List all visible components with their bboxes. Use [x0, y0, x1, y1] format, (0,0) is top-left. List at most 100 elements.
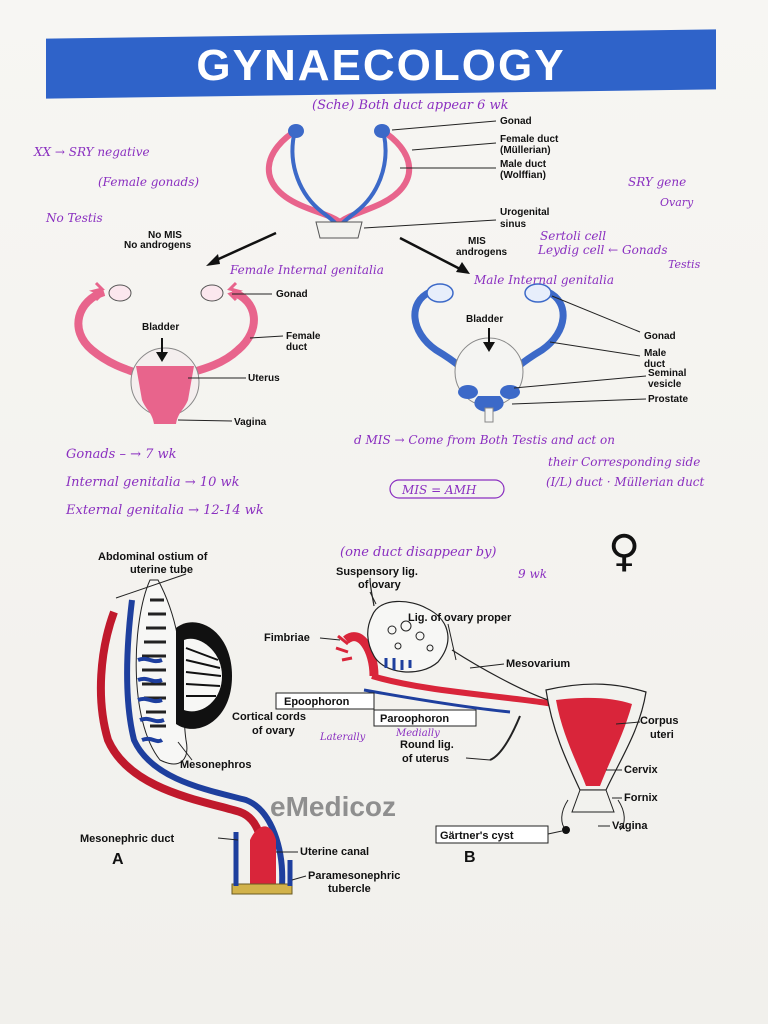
female-symbol-icon: ♀ [608, 526, 640, 577]
label-paramesonephric-1: Paramesonephric [308, 870, 400, 882]
label-male-bladder: Bladder [466, 314, 503, 325]
leader-male-gonad [551, 295, 641, 333]
mesonephric-tubules [137, 598, 166, 744]
leader-vagina [177, 419, 233, 422]
note-amh-box [389, 479, 505, 499]
note-external-12wk: External genitalia → 12-14 wk [65, 503, 264, 518]
label-no-mis: No MIS [148, 230, 182, 241]
female-fimbria-left [88, 281, 105, 302]
label-abdominal-1: Abdominal ostium of [98, 551, 208, 563]
label-fornix: Fornix [624, 792, 658, 804]
gartner-box [435, 825, 549, 844]
label-uterine-canal: Uterine canal [300, 846, 369, 858]
female-gonad-right [200, 284, 224, 302]
leader-tubercle [291, 875, 307, 881]
suspensory-ligament [369, 577, 375, 607]
leader-seminal [513, 375, 647, 389]
note-testis: Testis [668, 258, 701, 271]
arrow-to-male [399, 236, 463, 272]
female-genitalia-diagram: Gonad Bladder Female duct Uterus Vagina [74, 281, 321, 428]
leader-gonad [391, 120, 497, 131]
label-seminal-2: vesicle [648, 379, 682, 390]
epoophoron-tubules [384, 658, 412, 670]
note-sry-gene: SRY gene [628, 175, 686, 189]
label-abdominal-2: uterine tube [130, 564, 193, 576]
label-panel-a: A [112, 851, 124, 868]
leader-sinus [363, 219, 497, 229]
urogenital-sinus-shape [315, 221, 363, 239]
label-cortical-2: of ovary [252, 725, 296, 737]
uterine-canal-shape [250, 826, 276, 884]
ovarian-ligament [451, 649, 549, 701]
label-wolffian: (Wolffian) [500, 170, 546, 181]
seminal-vesicle-right [500, 385, 520, 399]
leader-suspensory [369, 591, 377, 605]
label-cortical-1: Cortical cords [232, 711, 306, 723]
note-medially: Medially [395, 728, 440, 739]
note-leydig: Leydig cell ← Gonads [537, 243, 668, 257]
female-gonad-left [108, 284, 132, 302]
label-corpus-1: Corpus [640, 715, 679, 727]
note-female-internal: Female Internal genitalia [229, 263, 384, 277]
gonad-left [288, 124, 304, 138]
urethra-shape [484, 407, 494, 423]
leader-corpus [615, 721, 641, 725]
female-duct-left [265, 125, 342, 225]
label-vagina-b: Vagina [612, 820, 648, 832]
label-male-duct-1: Male [644, 348, 667, 359]
arrow-head-bladder-female [156, 352, 168, 362]
follicle [394, 642, 402, 650]
leader-fimbriae [319, 637, 341, 641]
arrow-head-female [206, 254, 220, 266]
label-prostate: Prostate [648, 394, 688, 405]
note-female-gonads: (Female gonads) [98, 175, 199, 189]
label-round-1: Round lig. [400, 739, 454, 751]
label-mis: MIS [468, 236, 486, 247]
paramesonephric-tubercle-shape [231, 883, 293, 895]
label-panel-b: B [464, 849, 476, 866]
male-gonad-left [426, 283, 454, 303]
paroophoron-box [373, 709, 477, 727]
label-female-bladder: Bladder [142, 322, 179, 333]
gartner-cyst-dot [562, 826, 570, 834]
leader-lig-ovary [447, 623, 457, 661]
follicle [387, 625, 397, 635]
note-9wk: 9 wk [518, 567, 547, 581]
note-mis-2: their Corresponding side [548, 455, 700, 469]
label-male-duct-2: duct [644, 359, 666, 370]
leader-mesonephric-duct [217, 837, 239, 841]
arrow-head-bladder-male [483, 342, 495, 352]
male-genitalia-diagram: Bladder Gonad Male duct Seminal vesicle … [411, 283, 688, 423]
cervix-shape [571, 789, 615, 813]
watermark-logo: eMedicoz [270, 791, 396, 822]
label-suspensory-1: Suspensory lig. [336, 566, 418, 578]
round-ligament [489, 715, 521, 761]
ovary-b [367, 600, 449, 673]
note-mis-1: d MIS → Come from Both Testis and act on [354, 433, 615, 447]
female-uterus-shape [136, 366, 194, 424]
note-one-duct: (one duct disappear by) [340, 545, 497, 560]
epoophoron-box [275, 692, 375, 710]
leader-prostate [511, 398, 647, 405]
note-internal-10wk: Internal genitalia → 10 wk [65, 475, 240, 490]
label-gartner: Gärtner's cyst [440, 830, 514, 842]
label-androgens: androgens [456, 247, 508, 258]
note-mis-3: (I/L) duct · Müllerian duct [546, 475, 705, 489]
gonad-right [374, 124, 390, 138]
mesonephric-duct-a [124, 599, 286, 887]
label-round-2: of uterus [402, 753, 449, 765]
male-gonad-right [524, 283, 552, 303]
female-fimbria-right [227, 281, 244, 302]
arrow-head-male [456, 262, 470, 274]
label-mesonephros: Mesonephros [180, 759, 252, 771]
female-duct-right [338, 125, 413, 225]
prostate-shape [474, 396, 504, 412]
follicle [415, 631, 425, 641]
leader-mesonephros [177, 741, 193, 761]
label-sinus: sinus [500, 219, 527, 230]
seminal-vesicle-left [458, 385, 478, 399]
leader-female-duct [411, 142, 497, 151]
label-male-duct-top: Male duct [500, 159, 547, 170]
leader-female-duct [249, 335, 284, 339]
label-female-duct-top: Female duct [500, 134, 559, 145]
